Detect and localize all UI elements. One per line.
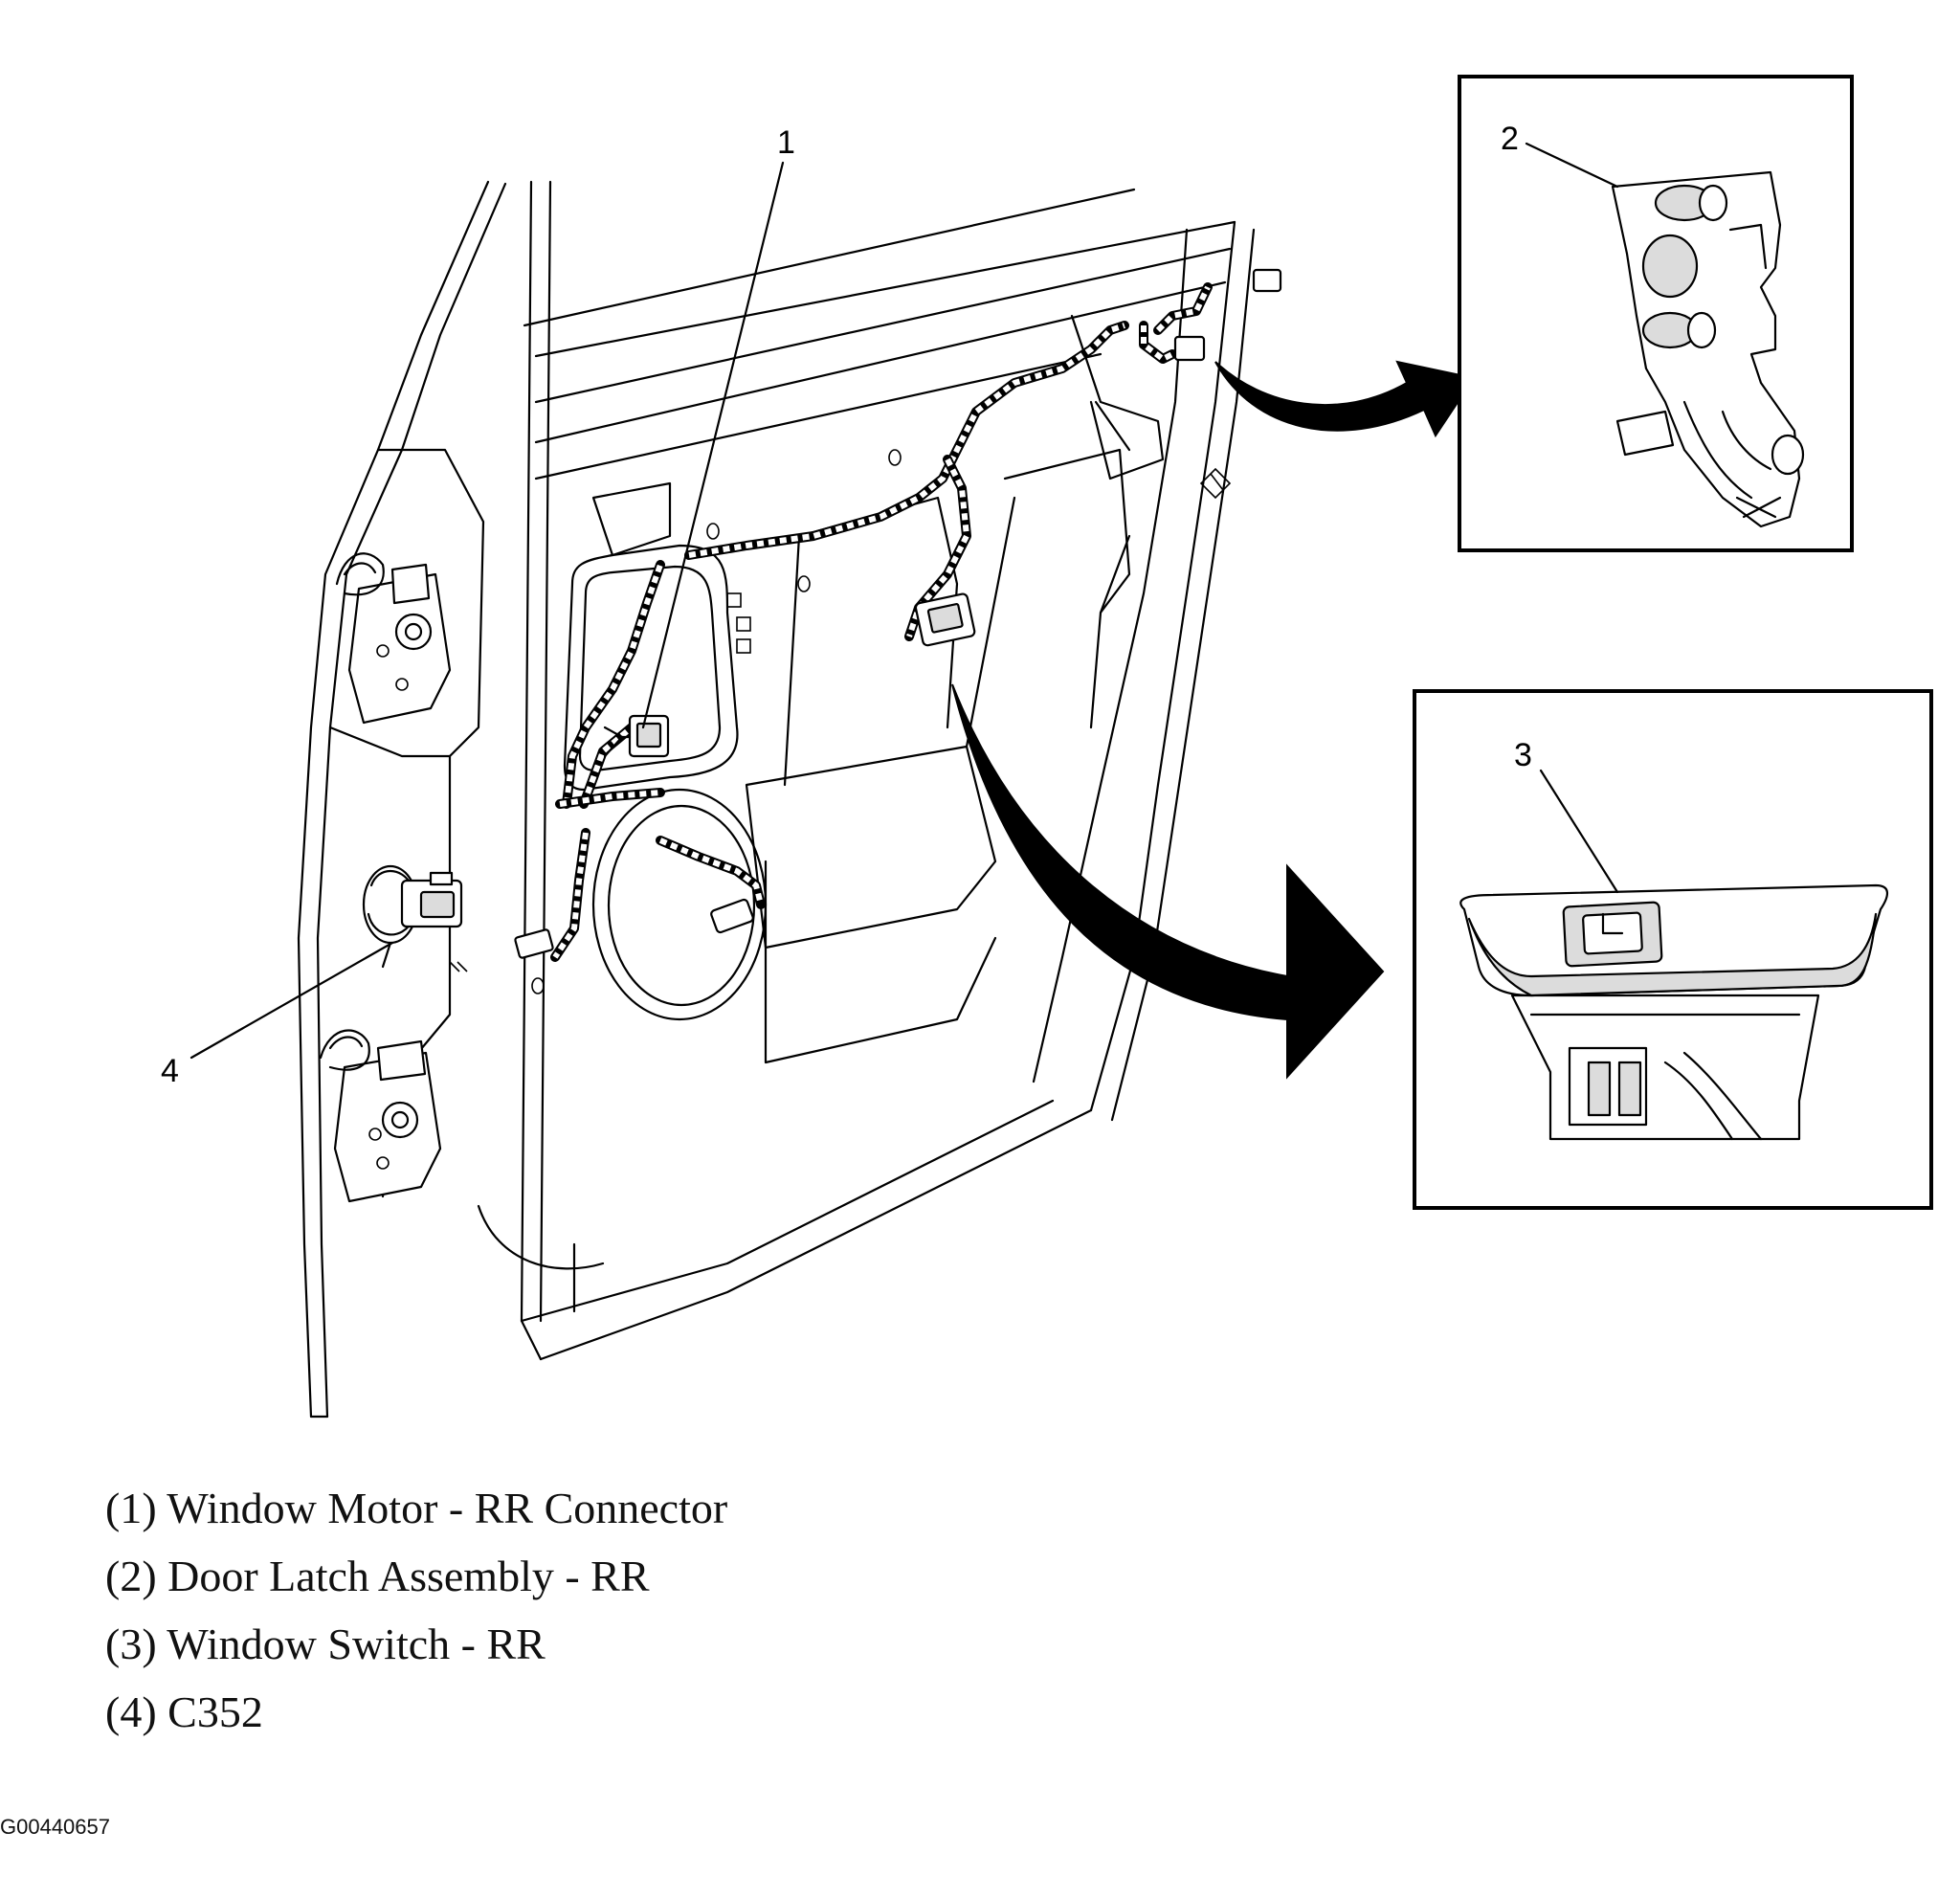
switch-inset: 3 — [1413, 689, 1933, 1210]
wiring-harness — [550, 282, 1213, 962]
callout-1: 1 — [641, 124, 795, 729]
c352-connector — [362, 864, 463, 969]
switch-connector — [914, 592, 976, 647]
callout-number-4: 4 — [161, 1053, 179, 1089]
legend-item-1: (1) Window Motor - RR Connector — [105, 1484, 728, 1532]
latch-connector — [514, 268, 1282, 959]
arrow-to-switch — [951, 683, 1385, 1080]
callout-number-2: 2 — [1501, 121, 1519, 157]
door-frame — [297, 180, 1256, 1419]
callout-4: 4 — [161, 941, 394, 1089]
window-motor-connector — [603, 714, 670, 758]
legend: (1) Window Motor - RR Connector (2) Door… — [105, 1474, 727, 1746]
arrow-to-latch — [1214, 360, 1476, 438]
legend-item-2: (2) Door Latch Assembly - RR — [105, 1552, 650, 1600]
callout-number-3: 3 — [1514, 737, 1532, 773]
legend-item-4: (4) C352 — [105, 1687, 263, 1736]
latch-inset: 2 — [1458, 75, 1854, 552]
legend-item-3: (3) Window Switch - RR — [105, 1620, 546, 1668]
callout-number-1: 1 — [777, 124, 795, 161]
upper-hinge — [335, 552, 452, 725]
figure-id: G00440657 — [0, 1815, 110, 1839]
lower-hinge — [319, 1029, 442, 1203]
